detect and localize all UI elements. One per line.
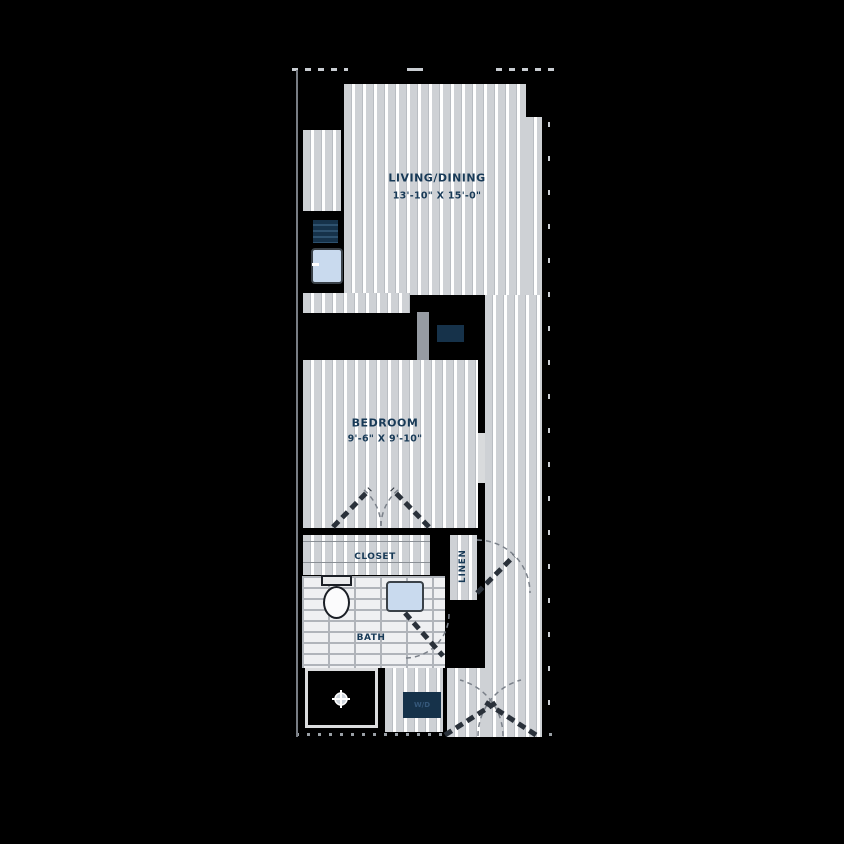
living-lower-left-floor [303,293,410,313]
toilet-tank-icon [321,575,352,586]
linen-label: LINEN [458,549,468,583]
closet-label: CLOSET [354,552,396,562]
closet-rod-line [303,541,430,542]
appliance-icon [437,325,464,342]
bath-label: BATH [356,633,386,643]
living-dining-label: LIVING/DINING [388,171,486,185]
kitchen-sink-icon [311,248,343,284]
left-alcove-floor [303,130,341,211]
left-wall [296,70,298,737]
boundary-dash-top-mid [407,68,423,71]
boundary-dash-right [548,122,550,734]
entry-floor [447,668,485,737]
toilet-icon [323,586,350,619]
bathroom-sink-icon [386,581,424,612]
washer-dryer-icon: W/D [403,692,441,718]
washer-dryer-label: W/D [413,701,431,709]
bedroom-side-opening [478,433,485,483]
bedroom-door-opening [417,312,429,360]
shower-stall [305,668,378,728]
hallway-floor [485,295,542,737]
boundary-dots-bottom [296,733,552,736]
living-right-notch-floor [526,117,542,295]
closet-shelf-line [303,562,430,563]
living-dining-dims: 13'-10" X 15'-0" [392,190,482,202]
boundary-dash-top-right [496,68,554,71]
bedroom-label: BEDROOM [351,416,419,430]
kitchen-sink-faucet [312,263,319,266]
room-linen-floor [450,535,477,600]
stove-icon [313,220,338,243]
boundary-dash-top-left [292,68,348,71]
room-living-dining-floor [344,84,526,295]
bedroom-dims: 9'-6" X 9'-10" [347,433,423,445]
